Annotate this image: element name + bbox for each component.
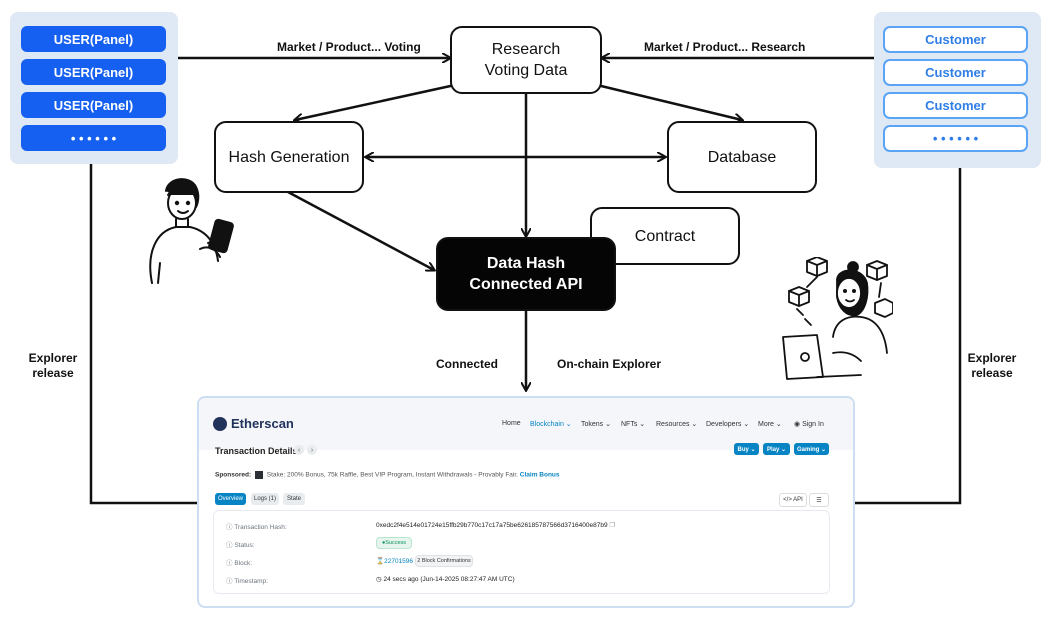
sponsored-text: Stake: 200% Bonus, 75k Raffle, Best VIP … — [266, 471, 518, 479]
etherscan-logo-icon — [213, 416, 227, 431]
stake-logo-icon — [254, 471, 263, 479]
buy-button[interactable]: Buy ⌄ — [734, 443, 759, 455]
left-top-label: Market / Product... Voting — [277, 40, 421, 54]
timestamp-value: ◷ 24 secs ago (Jun-14-2025 08:27:47 AM U… — [376, 576, 515, 583]
block-key: ⓘ Block: — [226, 560, 253, 567]
edge-hash-to-api — [287, 190, 434, 270]
play-button[interactable]: Play ⌄ — [763, 443, 790, 455]
customer-item[interactable]: Customer — [883, 26, 1028, 53]
nav-home[interactable]: Home — [502, 420, 521, 427]
nav-more[interactable]: More ⌄ — [758, 421, 782, 428]
research-line-1: Research — [491, 41, 561, 58]
right-explorer-text: Explorer — [967, 351, 1017, 365]
user-panel-item[interactable]: USER(Panel) — [21, 92, 166, 118]
etherscan-header — [199, 398, 853, 450]
user-icon: ◉ — [794, 421, 803, 428]
woman-with-laptop-illustration — [782, 257, 893, 380]
edge-research-to-database — [596, 83, 742, 120]
hash-generation-label: Hash Generation — [228, 148, 350, 166]
transaction-details-title: Transaction Details — [215, 446, 298, 456]
etherscan-logo[interactable]: Etherscan — [213, 416, 294, 431]
customer-item[interactable]: Customer — [883, 92, 1028, 119]
nav-resources[interactable]: Resources ⌄ — [656, 421, 698, 428]
database-label: Database — [707, 148, 777, 166]
right-top-label: Market / Product... Research — [644, 40, 806, 54]
api-button[interactable]: </> API — [779, 493, 807, 507]
man-with-phone-illustration — [149, 178, 234, 284]
tx-hash-value[interactable]: 0xedc2f4e514e01724e15ffb29b770c17c17a75b… — [376, 522, 616, 529]
gaming-button[interactable]: Gaming ⌄ — [794, 443, 829, 455]
customer-item[interactable]: Customer — [883, 59, 1028, 86]
hash-generation-node: Hash Generation — [214, 121, 364, 193]
tab-state[interactable]: State — [283, 493, 305, 505]
transaction-details-panel: ⓘ Transaction Hash: 0xedc2f4e514e01724e1… — [213, 510, 830, 594]
customer-panel: Customer Customer Customer • • • • • • — [874, 12, 1041, 168]
nav-tokens[interactable]: Tokens ⌄ — [581, 421, 611, 428]
nav-sign-in[interactable]: ◉ Sign In — [794, 420, 824, 428]
database-node: Database — [667, 121, 817, 193]
tx-hash-key: ⓘ Transaction Hash: — [226, 524, 287, 531]
edge-research-to-hash — [295, 83, 456, 120]
next-tx-button[interactable]: › — [307, 445, 317, 455]
sponsored-banner: Sponsored: Stake: 200% Bonus, 75k Raffle… — [215, 471, 560, 479]
list-options-button[interactable]: ☰ — [809, 493, 829, 507]
prev-tx-button[interactable]: ‹ — [294, 445, 304, 455]
check-circle-icon: ● — [381, 540, 386, 546]
clock-icon: ◷ — [376, 576, 384, 583]
status-badge: ● Success — [376, 537, 412, 549]
nav-nfts[interactable]: NFTs ⌄ — [621, 421, 646, 428]
claim-bonus-link[interactable]: Claim Bonus — [519, 471, 560, 479]
nav-developers[interactable]: Developers ⌄ — [706, 421, 750, 428]
left-explorer-text: Explorer — [28, 351, 78, 365]
edge-right-explorer-release — [855, 168, 962, 505]
left-release-text: release — [32, 366, 74, 380]
customer-more[interactable]: • • • • • • — [883, 125, 1028, 152]
tab-logs[interactable]: Logs (1) — [251, 493, 279, 505]
right-release-text: release — [971, 366, 1013, 380]
etherscan-brand: Etherscan — [231, 416, 294, 431]
nav-sign-in-label: Sign In — [802, 421, 824, 428]
block-number-link[interactable]: ⌛22701596 — [376, 558, 414, 565]
sponsored-label: Sponsored: — [215, 471, 252, 479]
timestamp-key: ⓘ Timestamp: — [226, 578, 268, 585]
block-confirmations-badge: 2 Block Confirmations — [415, 555, 473, 567]
onchain-explorer-label: On-chain Explorer — [557, 357, 662, 371]
user-panel-more[interactable]: • • • • • • — [21, 125, 166, 151]
contract-label: Contract — [634, 227, 696, 245]
status-key: ⓘ Status: — [226, 542, 255, 549]
chevron-left-icon: ‹ — [297, 446, 301, 454]
edge-left-explorer-release — [89, 164, 197, 505]
copy-icon[interactable]: ❐ — [609, 522, 616, 529]
hourglass-icon: ⌛ — [376, 558, 385, 565]
user-panel-item[interactable]: USER(Panel) — [21, 26, 166, 52]
nav-blockchain[interactable]: Blockchain ⌄ — [530, 421, 572, 428]
user-panel-item[interactable]: USER(Panel) — [21, 59, 166, 85]
etherscan-screenshot: Etherscan Home Blockchain ⌄ Tokens ⌄ NFT… — [197, 396, 855, 608]
chevron-right-icon: › — [310, 446, 314, 454]
api-line-1: Data Hash — [486, 255, 566, 272]
api-line-2: Connected API — [469, 276, 583, 293]
list-icon: ☰ — [816, 497, 822, 504]
tab-overview[interactable]: Overview — [215, 493, 246, 505]
connected-label: Connected — [436, 357, 499, 371]
research-line-2: Voting Data — [484, 62, 568, 79]
user-panel: USER(Panel) USER(Panel) USER(Panel) • • … — [10, 12, 178, 164]
